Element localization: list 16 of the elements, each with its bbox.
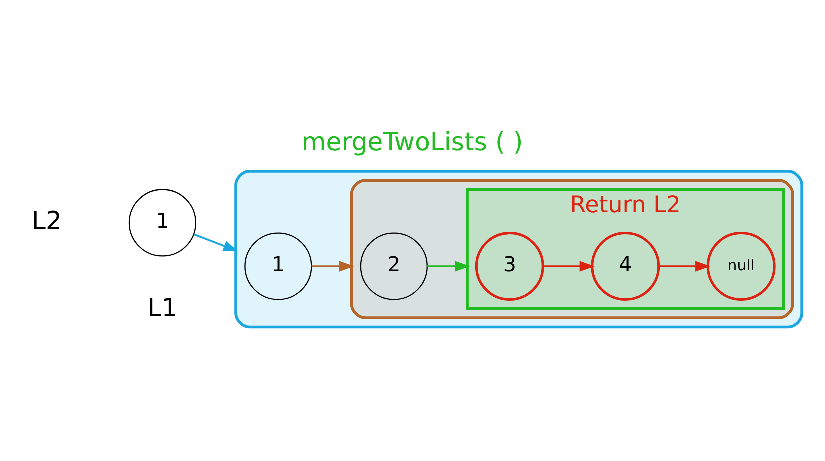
node-circle: 3 [475,232,544,300]
arrow [194,233,239,252]
arrow [312,260,355,272]
node-circle: null [706,232,776,300]
diagram-title: mergeTwoLists ( ) [302,126,524,156]
cluster [350,178,794,320]
arrow [658,260,711,272]
cluster [234,169,804,328]
arrow [543,260,595,272]
node-circle: 1 [244,232,312,300]
arrow [428,260,470,272]
node-circle: 4 [591,232,660,300]
node-circle: 1 [128,188,196,256]
node-circle: 2 [360,232,428,300]
node-label: L1 [148,292,178,322]
node-label: L2 [32,206,62,235]
